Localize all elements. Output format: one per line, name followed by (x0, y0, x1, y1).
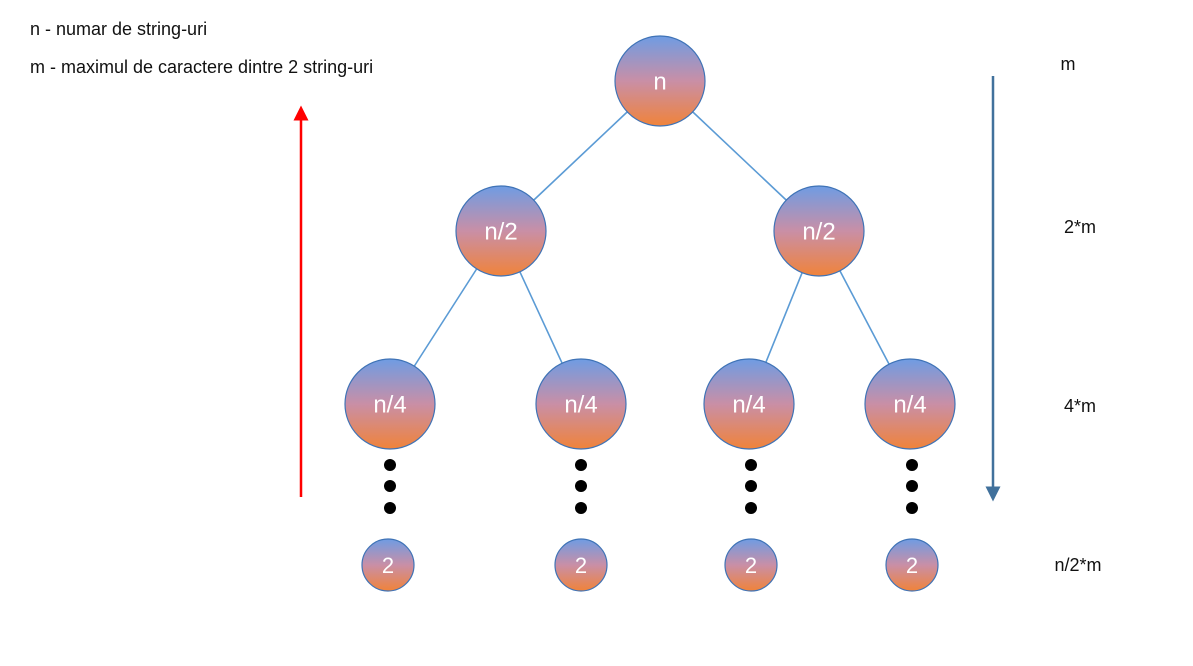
ellipsis-dot (745, 480, 757, 492)
node-level2-2-circle (535, 358, 627, 450)
ellipsis-dot (575, 502, 587, 514)
node-root: n (614, 35, 706, 127)
node-level2-1-circle (344, 358, 436, 450)
node-leaf-4: 2 (885, 538, 939, 592)
ellipsis-dots-3 (745, 459, 757, 514)
node-level2-3-circle (703, 358, 795, 450)
node-leaf-2-label: 2 (575, 553, 587, 578)
node-leaf-2: 2 (554, 538, 608, 592)
node-leaf-1-label: 2 (382, 553, 394, 578)
edge-left-child-1 (413, 268, 478, 367)
ellipsis-dot (384, 480, 396, 492)
node-leaf-1-circle (361, 538, 415, 592)
node-leaf-1: 2 (361, 538, 415, 592)
ellipsis-dot (384, 459, 396, 471)
ellipsis-dot (906, 480, 918, 492)
edge-root-left (533, 111, 628, 201)
node-level2-3: n/4 (703, 358, 795, 450)
edge-root-right (692, 111, 787, 201)
node-leaf-2-circle (554, 538, 608, 592)
ellipsis-dot (384, 502, 396, 514)
legend-n-definition: n - numar de string-uri (30, 19, 208, 39)
ellipsis-dot (745, 502, 757, 514)
node-level2-1: n/4 (344, 358, 436, 450)
node-level2-2: n/4 (535, 358, 627, 450)
node-leaf-3: 2 (724, 538, 778, 592)
node-root-circle (614, 35, 706, 127)
node-root-label: n (653, 69, 666, 96)
level-cost-2: 2*m (1064, 217, 1096, 237)
node-level2-2-label: n/4 (564, 392, 597, 419)
node-level2-1-label: n/4 (373, 392, 406, 419)
node-leaf-3-label: 2 (745, 553, 757, 578)
ellipsis-dots-4 (906, 459, 918, 514)
ellipsis-dot (906, 459, 918, 471)
level-cost-1: m (1061, 54, 1076, 74)
node-level2-4-circle (864, 358, 956, 450)
node-level2-3-label: n/4 (732, 392, 765, 419)
ellipsis-dot (906, 502, 918, 514)
edge-right-child-2 (839, 270, 890, 365)
node-level2-4: n/4 (864, 358, 956, 450)
ellipsis-dots-2 (575, 459, 587, 514)
ellipsis-dots-1 (384, 459, 396, 514)
level-cost-3: 4*m (1064, 396, 1096, 416)
node-level1-2-label: n/2 (802, 219, 835, 246)
edge-right-child-1 (765, 272, 803, 363)
ellipsis-dot (575, 459, 587, 471)
legend-m-definition: m - maximul de caractere dintre 2 string… (30, 57, 374, 77)
node-leaf-3-circle (724, 538, 778, 592)
node-level1-1: n/2 (455, 185, 547, 277)
node-level1-2-circle (773, 185, 865, 277)
node-level1-1-circle (455, 185, 547, 277)
node-level1-1-label: n/2 (484, 219, 517, 246)
ellipsis-dot (575, 480, 587, 492)
edge-left-child-2 (519, 271, 563, 364)
node-level2-4-label: n/4 (893, 392, 926, 419)
node-leaf-4-circle (885, 538, 939, 592)
level-cost-4: n/2*m (1054, 555, 1101, 575)
ellipsis-dot (745, 459, 757, 471)
node-level1-2: n/2 (773, 185, 865, 277)
node-leaf-4-label: 2 (906, 553, 918, 578)
